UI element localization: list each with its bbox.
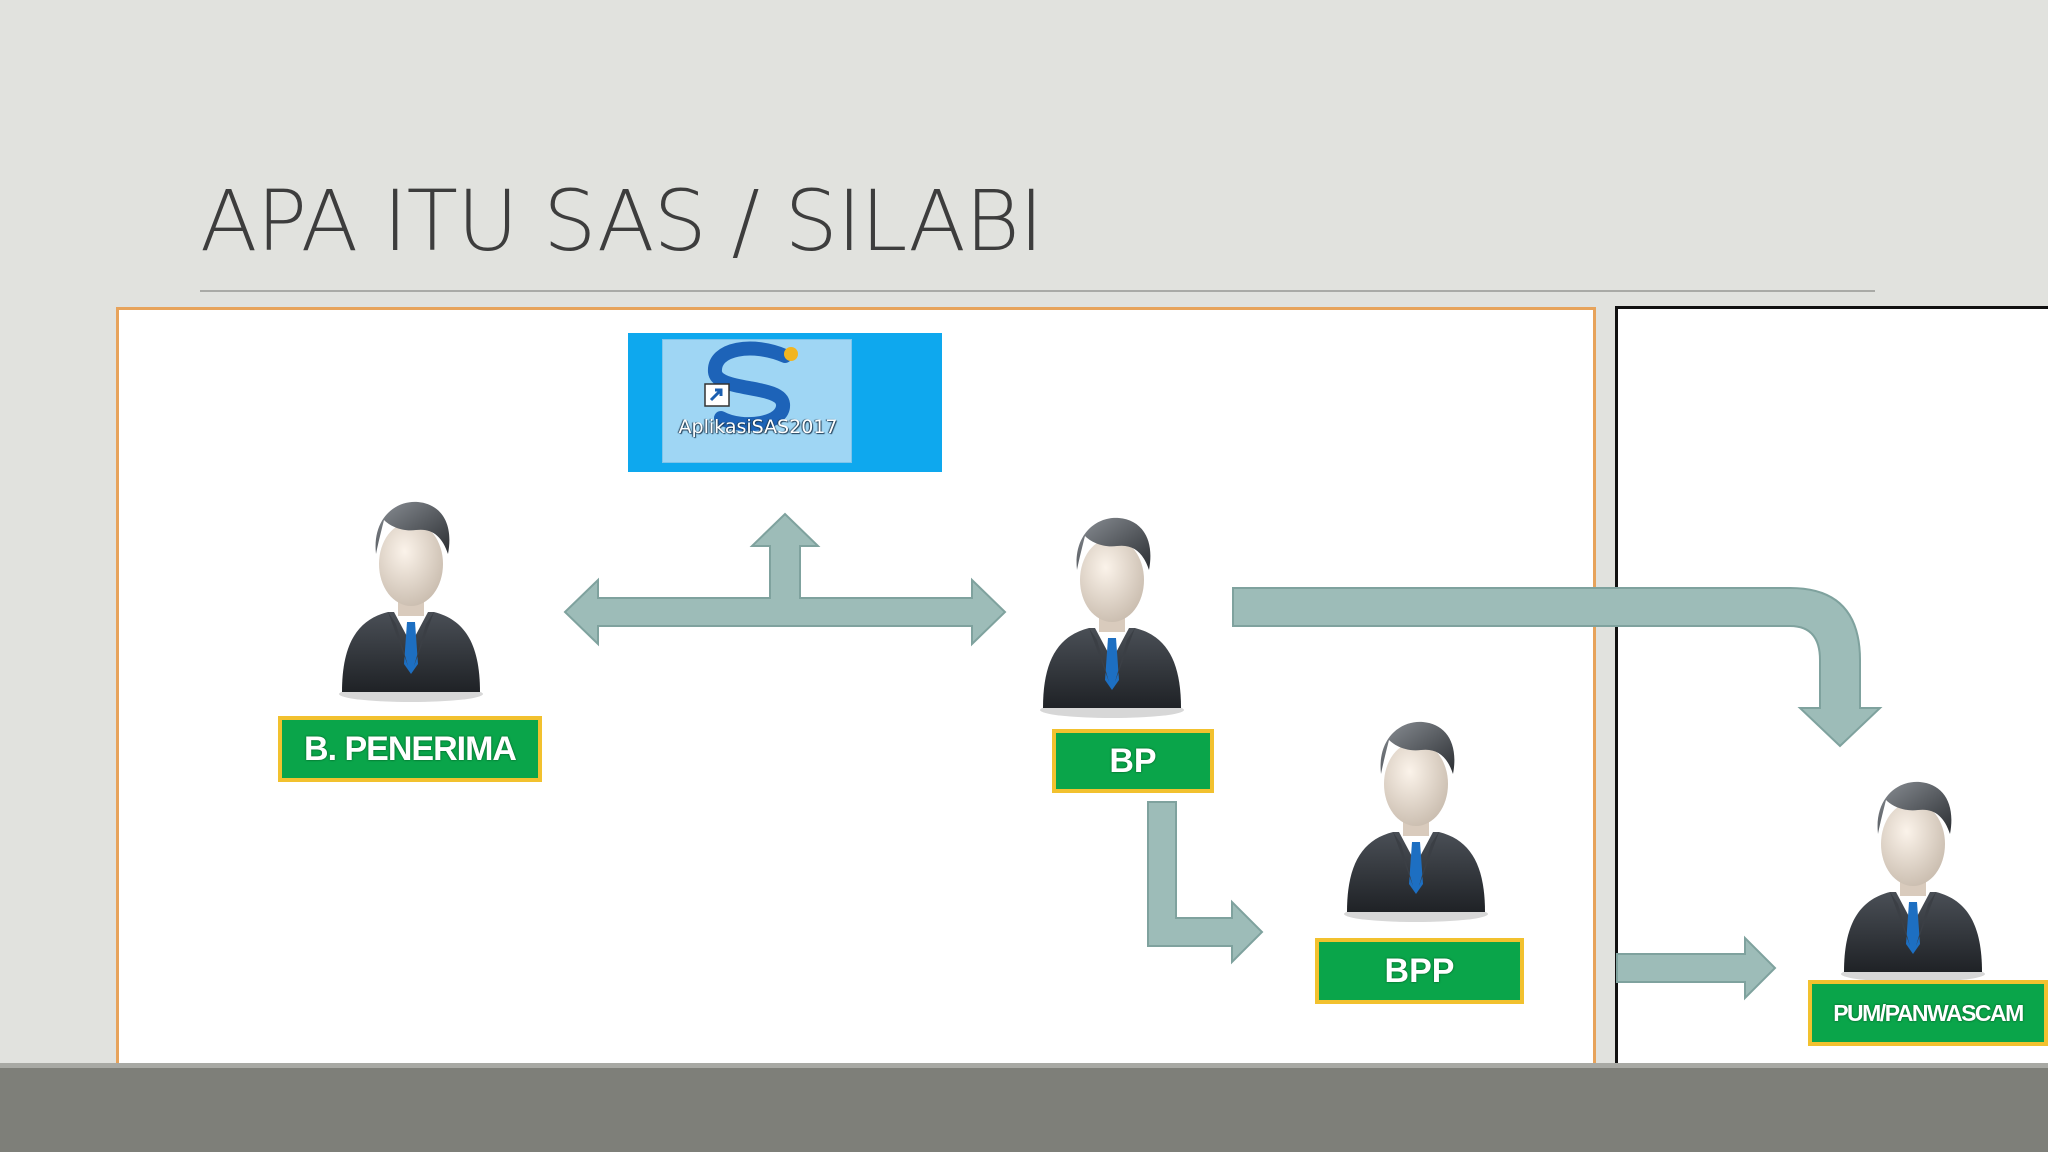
bp-label: BP: [1052, 729, 1214, 793]
bp-to-bpp-arrow: [1147, 801, 1264, 965]
pum-person-icon: [1841, 781, 1985, 982]
sas-logo-icon: [704, 341, 798, 432]
bpp-label: BPP: [1315, 938, 1524, 1004]
footer-band-edge: [0, 1063, 2048, 1069]
pum-panwascam-label: PUM/PANWASCAM: [1808, 980, 2048, 1046]
to-pum-arrow: [1616, 935, 1777, 1001]
app-shortcut-caption: AplikasiSAS2017: [678, 416, 838, 438]
app-shortcut-tile[interactable]: AplikasiSAS2017: [628, 333, 942, 472]
b-penerima-person-icon: [339, 501, 483, 702]
title-divider: [200, 290, 1875, 292]
bp-to-pum-arrow: [1232, 587, 1883, 748]
footer-band: [0, 1068, 2048, 1152]
app-shortcut-icon-box[interactable]: AplikasiSAS2017: [662, 339, 852, 463]
slide-title: APA ITU SAS / SILABI: [200, 172, 1044, 270]
bpp-person-icon: [1344, 721, 1488, 922]
bp-person-icon: [1040, 517, 1184, 718]
bidirectional-arrow: [563, 512, 1007, 647]
b-penerima-label: B. PENERIMA: [278, 716, 542, 782]
